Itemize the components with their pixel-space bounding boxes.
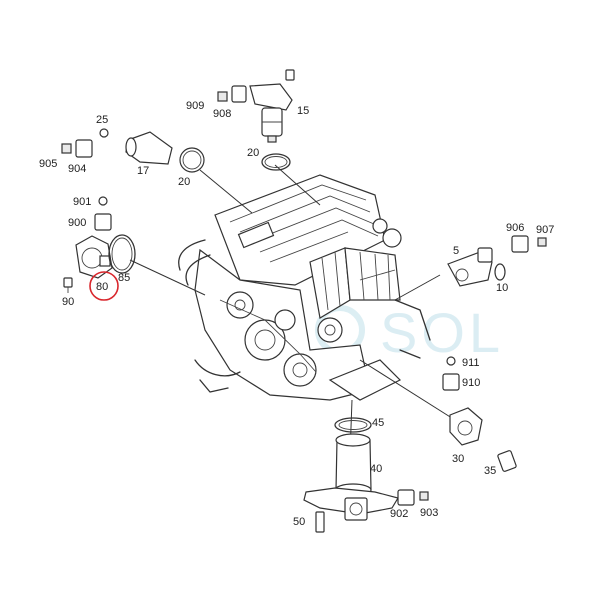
callout-15: 15 bbox=[297, 105, 309, 117]
callout-903: 903 bbox=[420, 507, 438, 519]
callout-20-top: 20 bbox=[247, 147, 259, 159]
callout-901: 901 bbox=[73, 196, 91, 208]
callout-902: 902 bbox=[390, 508, 408, 520]
callout-30: 30 bbox=[452, 453, 464, 465]
callout-909: 909 bbox=[186, 100, 204, 112]
o-ring-top bbox=[261, 153, 291, 171]
temperature-sensor-group bbox=[61, 128, 205, 173]
callout-50: 50 bbox=[293, 516, 305, 528]
callout-85: 85 bbox=[118, 272, 130, 284]
callout-90: 90 bbox=[62, 296, 74, 308]
callout-45: 45 bbox=[372, 417, 384, 429]
callout-907: 907 bbox=[536, 224, 554, 236]
camshaft-sensor-group bbox=[217, 69, 295, 143]
callout-906: 906 bbox=[506, 222, 524, 234]
engine-assembly bbox=[178, 174, 431, 401]
position-sensor-group bbox=[447, 235, 547, 287]
callout-80: 80 bbox=[96, 281, 108, 293]
callout-908: 908 bbox=[213, 108, 231, 120]
callout-5: 5 bbox=[453, 245, 459, 257]
callout-911: 911 bbox=[462, 357, 480, 369]
callout-905: 905 bbox=[39, 158, 57, 170]
callout-35: 35 bbox=[484, 465, 496, 477]
callout-25: 25 bbox=[96, 114, 108, 126]
callout-904: 904 bbox=[68, 163, 86, 175]
watermark-text: SOL bbox=[380, 301, 504, 364]
callout-910: 910 bbox=[462, 377, 480, 389]
callout-40: 40 bbox=[370, 463, 382, 475]
callout-17: 17 bbox=[137, 165, 149, 177]
oil-filter-group bbox=[303, 417, 429, 533]
callout-labels: 909 908 15 25 905 904 17 20 20 901 900 8… bbox=[39, 100, 554, 528]
callout-20-left: 20 bbox=[178, 176, 190, 188]
knock-sensor-group bbox=[442, 356, 517, 472]
callout-10: 10 bbox=[496, 282, 508, 294]
crank-sensor-group bbox=[63, 196, 136, 293]
highlight-circle bbox=[89, 271, 119, 301]
callout-900: 900 bbox=[68, 217, 86, 229]
